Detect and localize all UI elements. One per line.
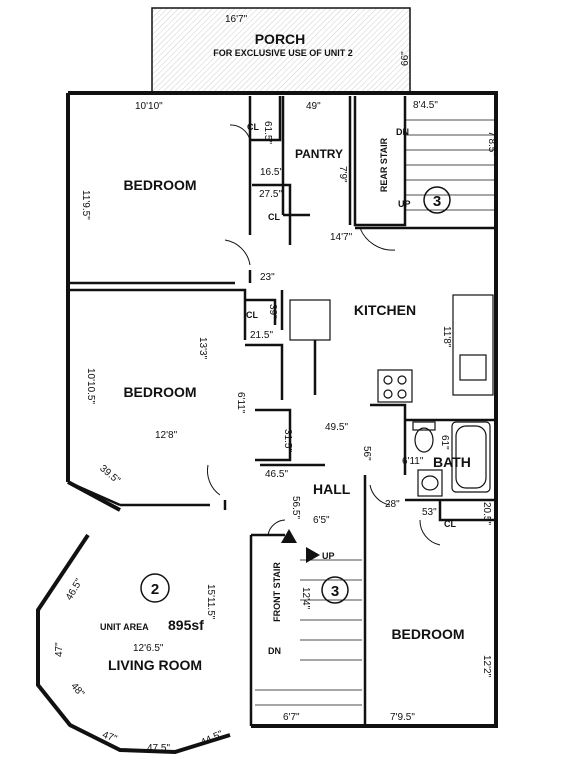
dim-cl4-h: 20.5" [481, 502, 492, 525]
exterior-walls [36, 91, 498, 755]
room-label-rear-stair: REAR STAIR [379, 137, 389, 192]
dim-bay2: 47" [54, 642, 65, 657]
rear-up-label: UP [398, 199, 411, 209]
unit-area-label: UNIT AREA [100, 622, 149, 632]
dim-bedroom-top-w: 10'10" [135, 101, 163, 112]
arrow-up-icon [281, 529, 297, 543]
dim-cl2-w: 27.5" [259, 189, 282, 200]
dim-bath-w: 6'11" [402, 456, 424, 467]
kitchen-fixtures [289, 294, 494, 403]
porch-subtitle: FOR EXCLUSIVE USE OF UNIT 2 [213, 48, 353, 58]
unit-area-value: 895sf [168, 617, 204, 633]
dim-rear-h: 7'8.5" [486, 131, 497, 156]
dim-bedroom-mid-side: 10'10.5" [85, 368, 96, 404]
room-label-bath: BATH [433, 454, 471, 470]
dim-kitchen-w: 14'7" [330, 232, 353, 243]
porch [151, 7, 411, 94]
dim-hall-a: 49.5" [325, 422, 348, 433]
unit-circle [140, 573, 170, 603]
dim-stair-h: 12'4" [300, 587, 311, 610]
closet-label-4: CL [444, 519, 456, 529]
dim-pantry-w: 49" [306, 101, 321, 112]
stair-arrows [281, 529, 320, 563]
unit-number: 2 [151, 581, 159, 598]
dim-bay5: 47.5" [147, 743, 170, 754]
room-label-bedroom-bottom: BEDROOM [391, 626, 464, 642]
bath-fixtures [412, 421, 491, 497]
room-label-front-stair: FRONT STAIR [272, 562, 282, 622]
dim-bedroom-top-h: 11'9.5" [80, 190, 91, 220]
dim-pantry-h: 7'9" [337, 166, 348, 183]
dim-hall-c: 56" [361, 446, 372, 461]
front-level-number: 3 [331, 583, 339, 600]
dim-rear-w: 8'4.5" [413, 100, 438, 111]
dim-bay6: 44.5" [199, 729, 225, 749]
front-up-label: UP [322, 551, 335, 561]
dim-cl5-w: 31.5" [282, 429, 293, 452]
dim-bath-h: 61" [439, 435, 450, 450]
closet-label-3: CL [246, 310, 258, 320]
dim-living-w: 12'6.5" [133, 643, 164, 654]
stair-treads [255, 119, 496, 706]
room-label-living-room: LIVING ROOM [108, 657, 202, 673]
dim-passage: 23" [260, 272, 275, 283]
room-label-bedroom-mid: BEDROOM [123, 384, 196, 400]
dim-bedroom-mid-h: 13'3" [197, 337, 208, 360]
dim-living-diag: 46.5" [64, 577, 85, 603]
porch-width-dim: 16'7" [225, 14, 248, 25]
level-circle-front [321, 576, 349, 604]
room-label-pantry: PANTRY [295, 147, 343, 161]
dim-hall-b: 46.5" [265, 469, 288, 480]
dim-bay1: 39.5" [97, 463, 122, 487]
dim-stair-w: 6'5" [313, 515, 330, 526]
porch-depth-dim: 66" [400, 51, 411, 66]
dim-cl1-w: 61.5" [262, 121, 273, 144]
arrow-right-icon [306, 547, 320, 563]
dim-bedroom-bottom-w: 7'9.5" [390, 712, 415, 723]
closet-label-2: CL [268, 212, 280, 222]
room-label-hall: HALL [313, 481, 351, 497]
dim-cl5-h: 6'11" [235, 392, 246, 414]
dim-bay4: 47" [101, 730, 119, 746]
dim-cl4-w: 53" [422, 507, 437, 518]
dim-cl3-w: 21.5" [250, 330, 273, 341]
interior-walls [67, 96, 496, 726]
porch-title: PORCH [255, 31, 306, 47]
dim-bay3: 48" [68, 681, 86, 700]
front-dn-label: DN [268, 646, 281, 656]
room-label-bedroom-top: BEDROOM [123, 177, 196, 193]
dim-bedroom-bottom-h: 12'2" [481, 655, 492, 678]
room-label-kitchen: KITCHEN [354, 302, 416, 318]
dim-living-h: 15'11.5" [205, 584, 216, 620]
closet-label-1: CL [247, 122, 259, 132]
dim-cl3-h: 39" [267, 304, 278, 319]
dim-bedroom-mid-w: 12'8" [155, 430, 178, 441]
door-swings [207, 124, 441, 546]
rear-dn-label: DN [396, 127, 409, 137]
dim-cl1-d: 16.5" [260, 167, 283, 178]
dim-hall-d: 56.5" [290, 496, 301, 519]
dim-hall-e: 28" [385, 499, 400, 510]
rear-level-number: 3 [433, 193, 441, 210]
dim-kitchen-h: 11'8" [441, 326, 452, 348]
dim-front-stair-w: 6'7" [283, 712, 300, 723]
level-circle-rear [423, 186, 451, 214]
